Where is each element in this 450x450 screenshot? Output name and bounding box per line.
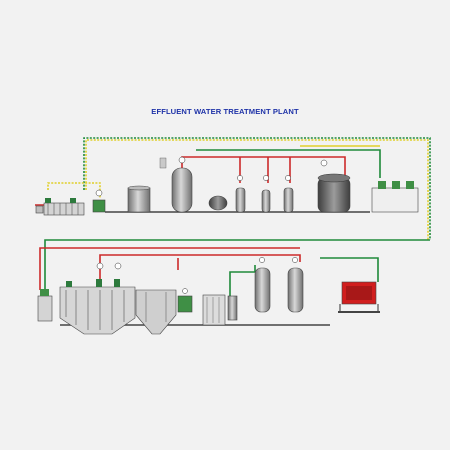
storage-tank: [371, 187, 419, 213]
upper-pipe-network: [35, 137, 431, 240]
activated-carbon-filter: [287, 267, 304, 313]
feed-pump: [92, 199, 106, 213]
row-connector: [39, 239, 430, 290]
evaporator: [317, 177, 351, 213]
upper-equipment: [35, 156, 419, 216]
diagram-title: EFFLUENT WATER TREATMENT PLANT: [151, 107, 299, 116]
pressure-sand-filter: [171, 167, 193, 213]
cartridge-filter-1: [235, 187, 246, 213]
filter-feed-tank: [202, 294, 226, 326]
equalization-sump: [37, 295, 53, 322]
dosing-tank: [127, 187, 151, 213]
lower-equipment: [37, 257, 380, 335]
sludge-pump: [177, 295, 193, 313]
aeration-tank: [59, 286, 136, 335]
cartridge-filter-2: [261, 189, 271, 213]
pressure-filter-vessel: [254, 267, 271, 313]
cartridge-filter-3: [283, 187, 294, 213]
secondary-clarifier: [135, 289, 177, 335]
air-compressor: [208, 195, 228, 211]
